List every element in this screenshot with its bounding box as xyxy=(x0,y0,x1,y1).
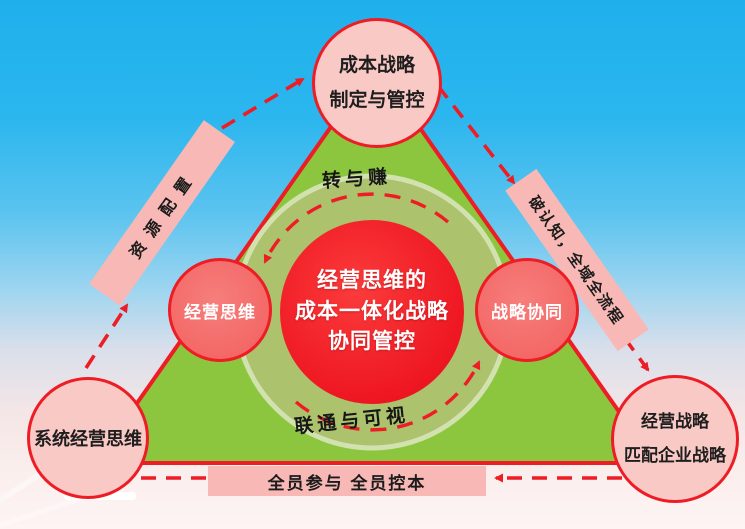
node-top-line-2: 制定与管控 xyxy=(329,90,425,111)
inner-flow-arrows xyxy=(263,192,481,432)
node-br-line-1: 经营战略 xyxy=(641,412,709,431)
node-br-line-2: 匹配企业战略 xyxy=(624,446,726,465)
band-all-staff: 全员参与 全员控本 xyxy=(208,466,486,496)
arc-arrow-top xyxy=(263,192,450,264)
node-business-thinking: 经营思维 xyxy=(168,258,272,362)
node-strategy-synergy-label: 战略协同 xyxy=(491,302,563,322)
ring-label-top: 转与赚 xyxy=(321,166,392,193)
node-cost-strategy-top: 成本战略 制定与管控 xyxy=(312,18,442,148)
arrow-right-upper xyxy=(436,84,516,185)
node-business-strategy-match: 经营战略 匹配企业战略 xyxy=(611,375,739,503)
node-business-thinking-label: 经营思维 xyxy=(184,302,256,322)
center-node-cost-integration: 经营思维的 成本一体化战略 协同管控 xyxy=(280,220,464,404)
node-top-line-1: 成本战略 xyxy=(338,54,415,76)
center-line-1: 经营思维的 xyxy=(317,269,427,293)
node-strategy-synergy: 战略协同 xyxy=(475,258,579,362)
arrow-left-lower xyxy=(84,303,129,369)
arc-arrow-bottom xyxy=(294,360,481,432)
node-bl-label: 系统经营思维 xyxy=(34,429,142,449)
center-line-2: 成本一体化战略 xyxy=(295,299,449,323)
node-system-business-thinking: 系统经营思维 xyxy=(27,377,149,499)
band-bottom-label: 全员参与 全员控本 xyxy=(267,473,427,493)
center-line-3: 协同管控 xyxy=(328,330,416,354)
arrow-left-upper xyxy=(221,77,305,130)
